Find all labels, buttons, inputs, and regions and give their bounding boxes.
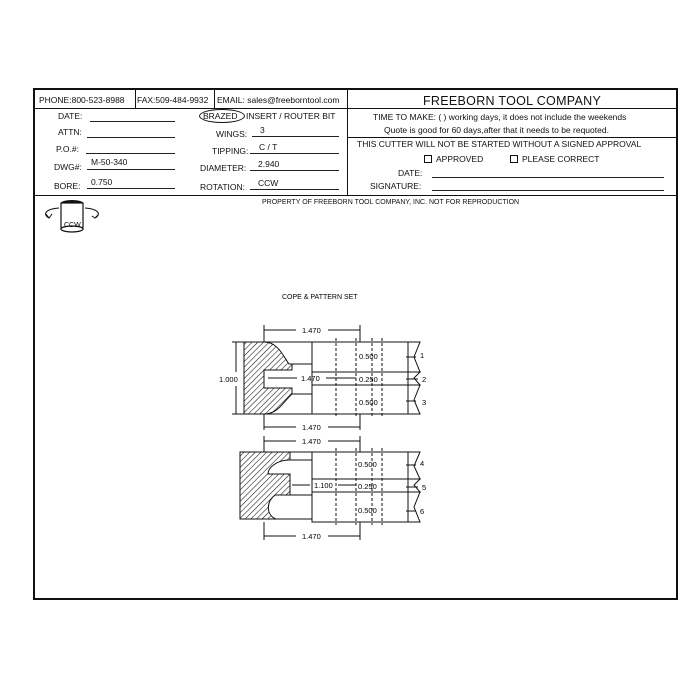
dwg-value: M-50-340 (91, 157, 128, 167)
tipping-label: TIPPING: (212, 146, 249, 156)
tipping-value: C / T (259, 142, 278, 152)
po-field[interactable] (86, 153, 175, 154)
rotation-value: CCW (258, 178, 279, 188)
diameter-label: DIAMETER: (200, 163, 247, 173)
order-sheet (33, 88, 678, 600)
approved-label: APPROVED (436, 154, 484, 164)
cutter-6-size: 0.500 (358, 506, 377, 515)
tag-6: 6 (420, 507, 424, 516)
tag-3: 3 (422, 398, 426, 407)
cutter-3-size: 0.500 (359, 398, 378, 407)
email-text: EMAIL: sales@freeborntool.com (217, 95, 340, 105)
bore-field[interactable] (87, 188, 175, 189)
top-inner: 1.470 (301, 374, 320, 383)
cutter-1-size: 0.500 (359, 352, 378, 361)
po-label: P.O.#: (56, 144, 79, 154)
bottom-inner: 1.100 (314, 481, 333, 490)
approval-warning: THIS CUTTER WILL NOT BE STARTED WITHOUT … (357, 139, 642, 149)
signature-field[interactable] (432, 190, 664, 191)
tag-4: 4 (420, 459, 424, 468)
ccw-rotation-icon: CCW (45, 200, 99, 233)
diameter-field[interactable] (250, 170, 339, 171)
top-set (232, 325, 422, 430)
bottom-width-bottom: 1.470 (302, 532, 321, 541)
tipping-field[interactable] (250, 153, 339, 154)
time-to-make-text: TIME TO MAKE: ( ) working days, it does … (373, 112, 627, 122)
dwg-label: DWG#: (54, 162, 82, 172)
quote-note-text: Quote is good for 60 days,after that it … (384, 125, 609, 135)
tag-2: 2 (422, 375, 426, 384)
property-notice: PROPERTY OF FREEBORN TOOL COMPANY, INC. … (262, 199, 520, 206)
wings-value: 3 (260, 125, 265, 135)
bottom-set (239, 436, 422, 540)
cutter-2-size: 0.250 (359, 375, 378, 384)
ccw-icon-label: CCW (64, 222, 81, 229)
fax-text: FAX:509-484-9932 (137, 95, 209, 105)
right-form-divider (347, 137, 678, 138)
cutter-5-size: 0.250 (358, 482, 377, 491)
company-name: FREEBORN TOOL COMPANY (423, 94, 602, 108)
tag-1: 1 (420, 351, 424, 360)
approval-date-label: DATE: (398, 168, 423, 178)
bore-label: BORE: (54, 181, 81, 191)
brazed-circle (199, 109, 245, 123)
header-sep-1 (135, 89, 136, 108)
signature-label: SIGNATURE: (370, 181, 422, 191)
attn-field[interactable] (87, 137, 175, 138)
bore-value: 0.750 (91, 177, 113, 187)
tag-5: 5 (422, 483, 426, 492)
wings-field[interactable] (252, 136, 339, 137)
date-field[interactable] (90, 121, 175, 122)
bottom-width-top: 1.470 (302, 437, 321, 446)
top-width-bottom: 1.470 (302, 423, 321, 432)
phone-text: PHONE:800-523-8988 (39, 95, 125, 105)
header-divider (33, 108, 678, 109)
brazed-label: BRAZED (203, 111, 238, 121)
date-label: DATE: (58, 111, 83, 121)
please-correct-label: PLEASE CORRECT (522, 154, 600, 164)
drawing-title: COPE & PATTERN SET (282, 294, 358, 301)
dwg-field[interactable] (87, 169, 175, 170)
approval-date-field[interactable] (432, 177, 664, 178)
rotation-field[interactable] (250, 189, 339, 190)
insert-router-label: INSERT / ROUTER BIT (246, 111, 336, 121)
cutter-4-size: 0.500 (358, 460, 377, 469)
header-sep-3 (347, 89, 348, 195)
approved-checkbox[interactable] (424, 155, 432, 163)
top-width-top: 1.470 (302, 326, 321, 335)
rotation-label: ROTATION: (200, 182, 246, 192)
diameter-value: 2.940 (258, 159, 280, 169)
top-height: 1.000 (219, 375, 238, 384)
attn-label: ATTN: (58, 127, 82, 137)
wings-label: WINGS: (216, 129, 248, 139)
please-correct-checkbox[interactable] (510, 155, 518, 163)
form-divider (33, 195, 678, 196)
header-sep-2 (214, 89, 215, 108)
